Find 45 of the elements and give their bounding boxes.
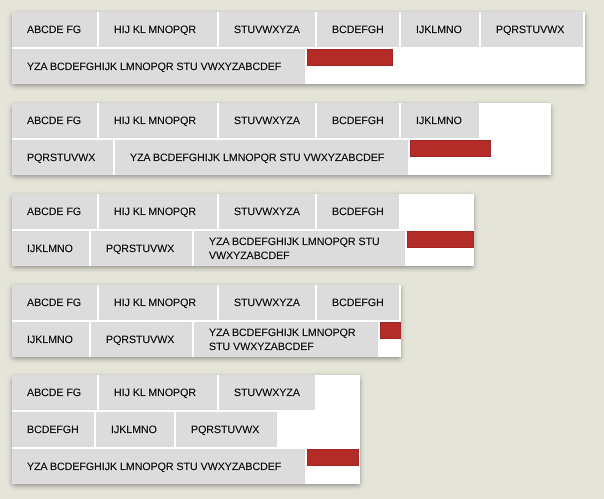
tab: IJKLMNO	[12, 322, 89, 357]
tab: IJKLMNO	[96, 412, 174, 447]
tab: YZA BCDEFGHIJK LMNOPQR STU VWXYZABCDEF	[194, 231, 405, 266]
tab: PQRSTUVWX	[176, 412, 277, 447]
tab: ABCDE FG	[12, 375, 97, 410]
tab: BCDEFGH	[317, 285, 399, 320]
accent-bar	[307, 49, 393, 66]
tab: BCDEFGH	[317, 194, 399, 229]
tab: ABCDE FG	[12, 194, 97, 229]
tab: HIJ KL MNOPQR	[99, 12, 217, 47]
tab: ABCDE FG	[12, 285, 97, 320]
tab: ABCDE FG	[12, 12, 97, 47]
tab: IJKLMNO	[401, 12, 479, 47]
accent-bar	[407, 231, 474, 248]
tab-container-panel	[12, 285, 401, 357]
tab-container-panel	[12, 375, 360, 484]
tab-container-panel	[12, 103, 551, 175]
tab: STUVWXYZA	[219, 285, 315, 320]
tab: PQRSTUVWX	[481, 12, 583, 47]
tab: BCDEFGH	[12, 412, 94, 447]
accent-bar	[307, 449, 359, 466]
tab-container-panel	[12, 12, 585, 84]
tab: YZA BCDEFGHIJK LMNOPQR STU VWXYZABCDEF	[194, 322, 378, 357]
tab: PQRSTUVWX	[91, 322, 192, 357]
tab: PQRSTUVWX	[12, 140, 113, 175]
tab: BCDEFGH	[317, 12, 399, 47]
tab: ABCDE FG	[12, 103, 97, 138]
tab: STUVWXYZA	[219, 194, 315, 229]
tab: BCDEFGH	[317, 103, 399, 138]
tab: IJKLMNO	[12, 231, 89, 266]
accent-bar	[380, 322, 401, 339]
tab: HIJ KL MNOPQR	[99, 194, 217, 229]
tab: YZA BCDEFGHIJK LMNOPQR STU VWXYZABCDEF	[12, 449, 305, 484]
accent-bar	[410, 140, 491, 157]
tab: HIJ KL MNOPQR	[99, 285, 217, 320]
tab: HIJ KL MNOPQR	[99, 103, 217, 138]
tab: YZA BCDEFGHIJK LMNOPQR STU VWXYZABCDEF	[115, 140, 408, 175]
tab: IJKLMNO	[401, 103, 479, 138]
tab: YZA BCDEFGHIJK LMNOPQR STU VWXYZABCDEF	[12, 49, 305, 84]
tab-container-panel	[12, 194, 474, 266]
tab: HIJ KL MNOPQR	[99, 375, 217, 410]
tab: STUVWXYZA	[219, 103, 315, 138]
tab: PQRSTUVWX	[91, 231, 192, 266]
tab: STUVWXYZA	[219, 375, 315, 410]
tab: STUVWXYZA	[219, 12, 315, 47]
